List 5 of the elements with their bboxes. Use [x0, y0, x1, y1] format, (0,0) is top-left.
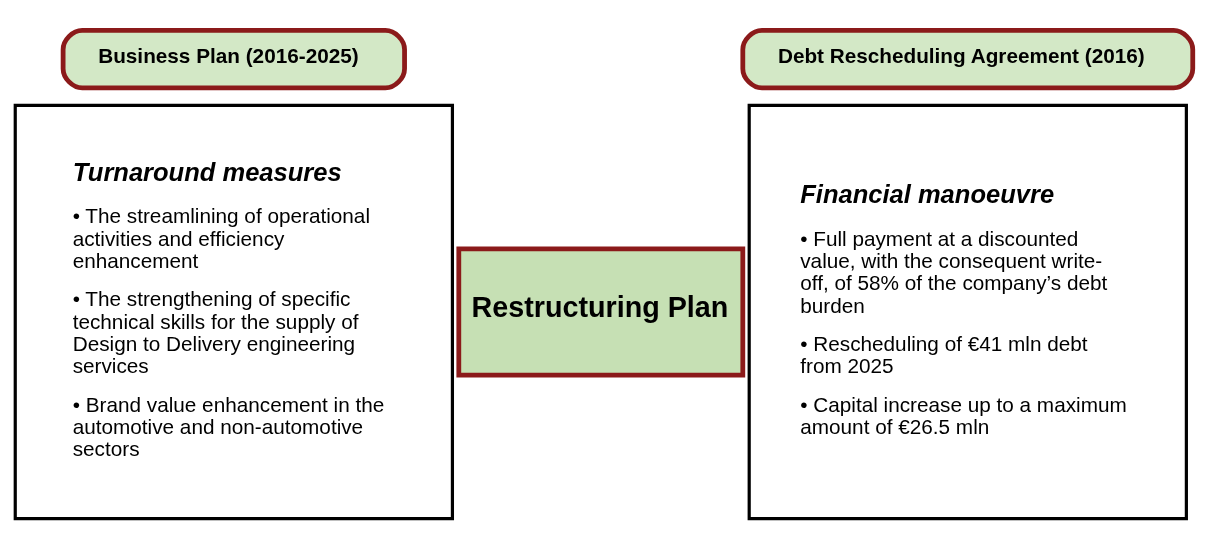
node-box: Financial manoeuvre • Full payment at a discounted value, with the consequent write-off, of 58% of the company’s debt burden • Rescheduling of €41 mln debt from 2025 • Capital increase up to a maximum amount of €26.5 mln — [747, 103, 1188, 520]
node-box: Turnaround measures • The streamlining of operational activities and efficiency enhancement • The strengthening of specific technical skills for the supply of Design to Delivery engineering services • Brand value enhancement in the automotive and non-automotive sectors — [13, 103, 454, 520]
node-box: Restructuring Plan — [456, 246, 746, 377]
node-box: Business Plan (2016-2025) — [60, 27, 407, 90]
node-box: Debt Rescheduling Agreement (2016) — [740, 27, 1196, 90]
